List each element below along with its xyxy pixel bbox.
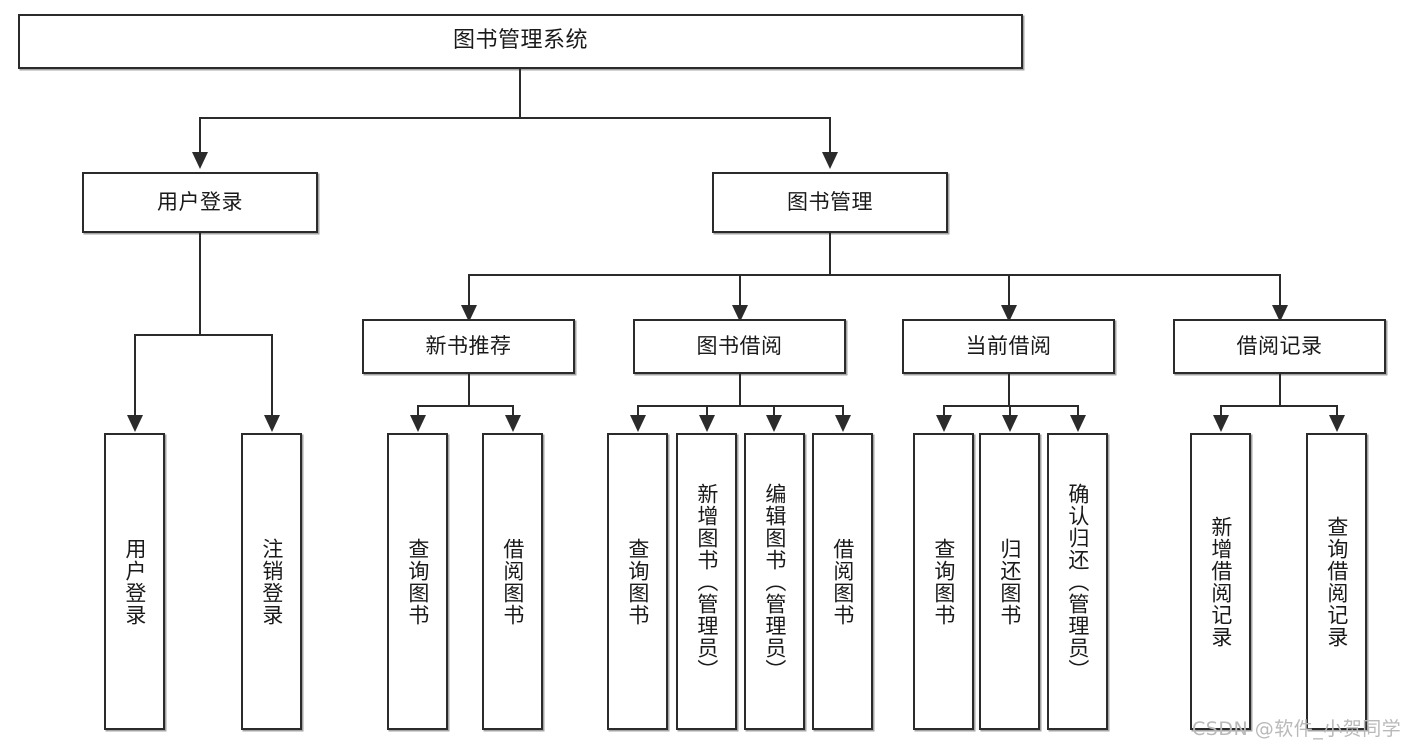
arrow-to-borrow-record bbox=[1272, 305, 1288, 322]
leaf-user-login[interactable]: 用户登录 bbox=[104, 433, 165, 730]
node-label: 新增借阅记录 bbox=[1208, 515, 1233, 648]
edge-borrow-record-drop-1 bbox=[1220, 405, 1222, 418]
node-book-manage[interactable]: 图书管理 bbox=[712, 172, 948, 233]
arrow-book-borrow-1 bbox=[630, 415, 646, 432]
leaf-query-borrow-record[interactable]: 查询借阅记录 bbox=[1306, 433, 1367, 730]
node-label: 确认归还（管理员） bbox=[1065, 482, 1090, 681]
node-label: 借阅记录 bbox=[1236, 333, 1323, 358]
edge-book-borrow-drop-1 bbox=[637, 405, 639, 418]
node-user-login[interactable]: 用户登录 bbox=[82, 172, 318, 233]
edge-new-book-drop-2 bbox=[512, 405, 514, 418]
edge-new-book-drop-1 bbox=[417, 405, 419, 418]
edge-level2-bus bbox=[468, 274, 1279, 276]
node-label: 查询图书 bbox=[625, 537, 650, 626]
edge-book-manage-stem bbox=[829, 233, 831, 274]
arrow-current-borrow-1 bbox=[936, 415, 952, 432]
edge-to-book-manage bbox=[829, 117, 831, 155]
arrow-borrow-record-2 bbox=[1329, 415, 1345, 432]
leaf-borrow-book-2[interactable]: 借阅图书 bbox=[812, 433, 873, 730]
edge-to-user-login bbox=[199, 117, 201, 155]
edge-book-borrow-drop-2 bbox=[706, 405, 708, 418]
edge-to-current-borrow bbox=[1008, 274, 1010, 308]
edge-to-new-book bbox=[468, 274, 470, 308]
node-label: 新书推荐 bbox=[425, 333, 512, 358]
edge-root-stem bbox=[519, 69, 521, 117]
leaf-query-book-2[interactable]: 查询图书 bbox=[607, 433, 668, 730]
node-label: 借阅图书 bbox=[500, 537, 525, 626]
edge-borrow-record-stem bbox=[1279, 374, 1281, 405]
arrow-book-borrow-2 bbox=[699, 415, 715, 432]
node-current-borrow[interactable]: 当前借阅 bbox=[902, 319, 1115, 374]
edge-book-borrow-drop-4 bbox=[842, 405, 844, 418]
node-label: 新增图书（管理员） bbox=[694, 482, 719, 681]
edge-user-login-drop-2 bbox=[271, 334, 273, 418]
leaf-confirm-return-admin[interactable]: 确认归还（管理员） bbox=[1047, 433, 1108, 730]
edge-current-borrow-drop-2 bbox=[1009, 405, 1011, 418]
arrow-to-new-book bbox=[461, 305, 477, 322]
node-label: 图书管理系统 bbox=[452, 28, 588, 54]
leaf-edit-book-admin[interactable]: 编辑图书（管理员） bbox=[744, 433, 805, 730]
node-label: 注销登录 bbox=[259, 537, 284, 626]
edge-user-login-stem bbox=[199, 233, 201, 334]
arrow-book-borrow-3 bbox=[766, 415, 782, 432]
node-label: 查询图书 bbox=[931, 537, 956, 626]
leaf-query-book-3[interactable]: 查询图书 bbox=[913, 433, 974, 730]
arrow-current-borrow-2 bbox=[1002, 415, 1018, 432]
leaf-add-book-admin[interactable]: 新增图书（管理员） bbox=[676, 433, 737, 730]
edge-current-borrow-drop-3 bbox=[1077, 405, 1079, 418]
edge-borrow-record-drop-2 bbox=[1336, 405, 1338, 418]
edge-book-borrow-drop-3 bbox=[773, 405, 775, 418]
arrow-user-login-2 bbox=[264, 415, 280, 432]
edge-borrow-record-bus bbox=[1220, 405, 1337, 407]
leaf-user-logout[interactable]: 注销登录 bbox=[241, 433, 302, 730]
node-label: 用户登录 bbox=[122, 537, 147, 626]
node-label: 当前借阅 bbox=[965, 333, 1052, 358]
edge-to-borrow-record bbox=[1279, 274, 1281, 308]
node-label: 查询借阅记录 bbox=[1324, 515, 1349, 648]
arrow-to-current-borrow bbox=[1001, 305, 1017, 322]
edge-book-borrow-bus bbox=[637, 405, 843, 407]
edge-current-borrow-drop-1 bbox=[943, 405, 945, 418]
edge-level1-bus bbox=[199, 117, 831, 119]
node-label: 借阅图书 bbox=[830, 537, 855, 626]
leaf-add-borrow-record[interactable]: 新增借阅记录 bbox=[1190, 433, 1251, 730]
leaf-query-book-1[interactable]: 查询图书 bbox=[387, 433, 448, 730]
node-label: 图书借阅 bbox=[696, 333, 783, 358]
node-borrow-record[interactable]: 借阅记录 bbox=[1173, 319, 1386, 374]
node-label: 用户登录 bbox=[157, 189, 243, 214]
arrow-book-borrow-4 bbox=[835, 415, 851, 432]
arrow-to-book-manage bbox=[822, 152, 838, 169]
arrow-new-book-1 bbox=[410, 415, 426, 432]
node-root-system[interactable]: 图书管理系统 bbox=[18, 14, 1023, 69]
edge-book-borrow-stem bbox=[739, 374, 741, 405]
edge-new-book-stem bbox=[468, 374, 470, 405]
arrow-current-borrow-3 bbox=[1070, 415, 1086, 432]
node-label: 编辑图书（管理员） bbox=[762, 482, 787, 681]
edge-new-book-bus bbox=[417, 405, 513, 407]
node-label: 查询图书 bbox=[405, 537, 430, 626]
edge-user-login-drop-1 bbox=[134, 334, 136, 418]
edge-user-login-bus bbox=[134, 334, 272, 336]
node-book-borrow[interactable]: 图书借阅 bbox=[633, 319, 846, 374]
arrow-to-user-login bbox=[192, 152, 208, 169]
node-label: 归还图书 bbox=[997, 537, 1022, 626]
node-label: 图书管理 bbox=[787, 189, 873, 214]
edge-to-book-borrow bbox=[739, 274, 741, 308]
arrow-to-book-borrow bbox=[732, 305, 748, 322]
node-new-book-recommend[interactable]: 新书推荐 bbox=[362, 319, 575, 374]
arrow-user-login-1 bbox=[127, 415, 143, 432]
leaf-borrow-book-1[interactable]: 借阅图书 bbox=[482, 433, 543, 730]
arrow-borrow-record-1 bbox=[1213, 415, 1229, 432]
edge-current-borrow-stem bbox=[1008, 374, 1010, 405]
leaf-return-book[interactable]: 归还图书 bbox=[979, 433, 1040, 730]
arrow-new-book-2 bbox=[505, 415, 521, 432]
